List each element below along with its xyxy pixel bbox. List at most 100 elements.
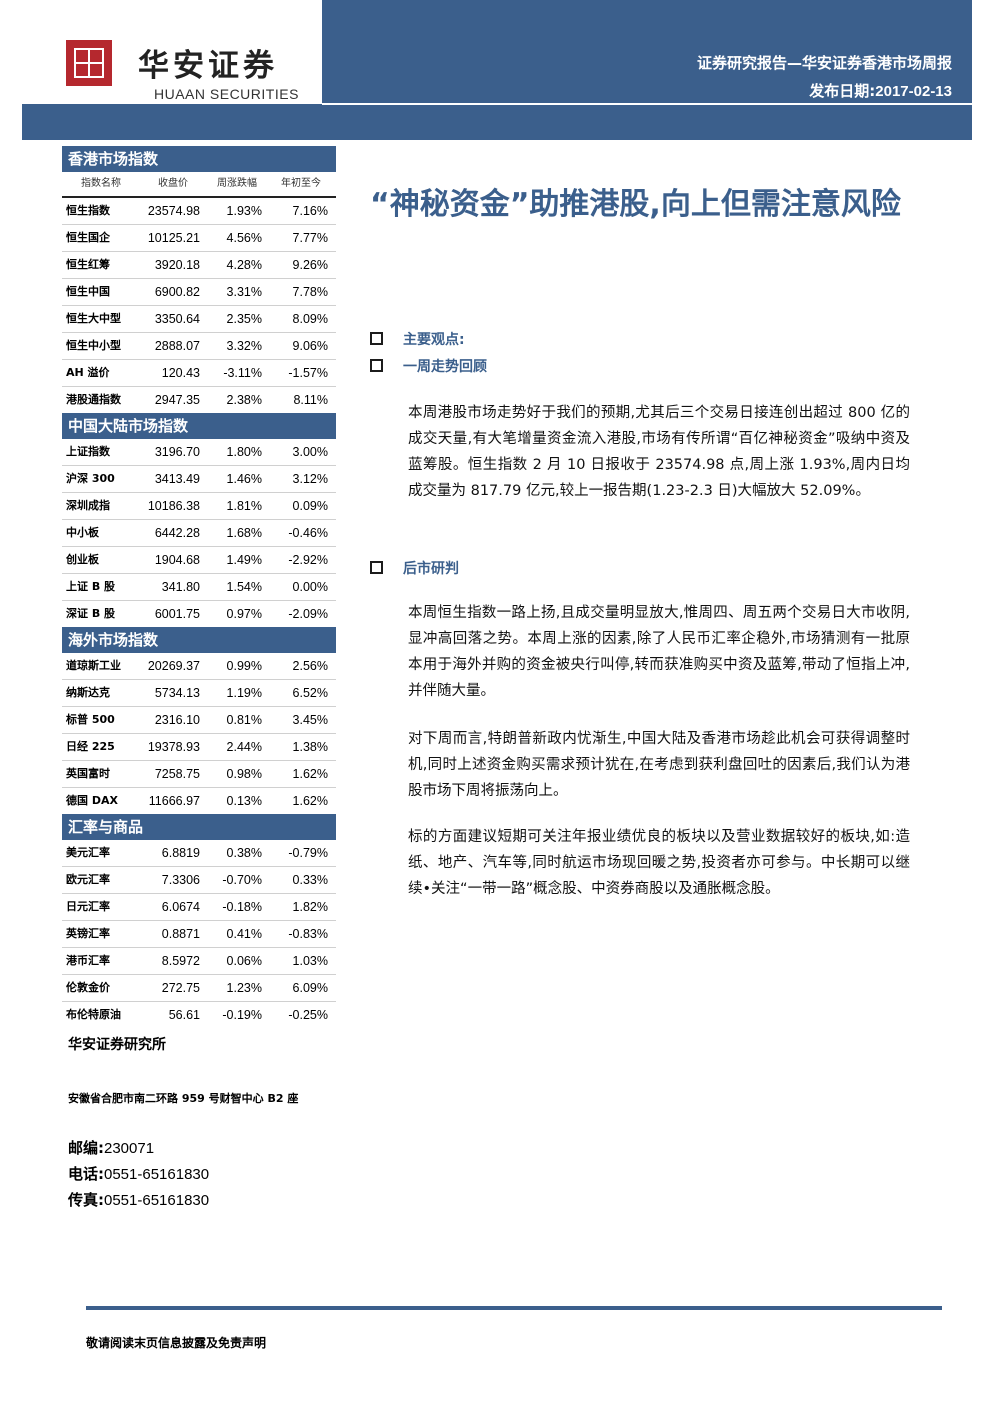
table-cell: 2.35% — [226, 312, 262, 326]
table-cell: 3413.49 — [154, 472, 200, 486]
paragraph-outlook-2: 对下周而言,特朗普新政内忧渐生,中国大陆及香港市场趁此机会可获得调整时机,同时上… — [408, 731, 910, 799]
table-cell: 1.19% — [226, 686, 262, 700]
table-cell: 5734.13 — [154, 686, 200, 700]
postcode: 邮编:230071 — [68, 1137, 154, 1158]
section-header: 香港市场指数 — [62, 146, 336, 172]
table-cell: 6001.75 — [154, 607, 200, 621]
table-cell: 0.81% — [226, 713, 262, 727]
table-cell: 10125.21 — [147, 231, 200, 245]
table-cell: 3.45% — [292, 713, 328, 727]
table-cell: 11666.97 — [148, 794, 200, 808]
table-cell: -0.46% — [288, 526, 328, 540]
table-cell: 7258.75 — [154, 767, 200, 781]
table-cell: 2.56% — [292, 659, 328, 673]
table-row: 布伦特原油 56.61 -0.19% -0.25% — [62, 1002, 336, 1028]
table-cell: 4.56% — [226, 231, 262, 245]
table-cell: 0.97% — [226, 607, 262, 621]
table-cell: 德国 DAX — [66, 794, 118, 807]
table-cell: -0.25% — [288, 1008, 328, 1022]
table-cell: 3.00% — [292, 445, 328, 459]
table-cell: 0.00% — [292, 580, 328, 594]
table-cell: 0.8871 — [161, 927, 200, 941]
table-cell: 6.0674 — [161, 900, 200, 914]
checkbox-square-icon — [370, 560, 383, 574]
table-cell: 9.26% — [292, 258, 328, 272]
column-header: 收盘价 — [158, 178, 188, 189]
footer-divider — [86, 1306, 942, 1310]
institute-address: 安徽省合肥市南二环路 959 号财智中心 B2 座 — [68, 1092, 299, 1105]
table-cell: -2.09% — [288, 607, 328, 621]
table-cell: 8.5972 — [161, 954, 200, 968]
header-divider — [322, 103, 972, 105]
table-cell: 港币汇率 — [66, 954, 110, 967]
table-cell: 6900.82 — [154, 285, 200, 299]
disclaimer-note: 敬请阅读末页信息披露及免责声明 — [86, 1336, 267, 1350]
checkbox-square-icon — [370, 331, 383, 345]
table-cell: 0.38% — [226, 846, 262, 860]
table-cell: 1.80% — [226, 445, 262, 459]
table-cell: 英国富时 — [66, 767, 110, 780]
table-cell: 3.32% — [226, 339, 262, 353]
table-cell: 341.80 — [161, 580, 200, 594]
table-cell: 2947.35 — [154, 393, 200, 407]
bullet-outlook-label: 后市研判 — [403, 561, 459, 577]
paragraph-outlook-3: 标的方面建议短期可关注年报业绩优良的板块以及营业数据较好的板块,如:造纸、地产、… — [408, 829, 910, 897]
table-cell: 0.09% — [292, 499, 328, 513]
table-cell: 美元汇率 — [66, 846, 110, 859]
research-institute: 华安证券研究所 — [68, 1037, 166, 1053]
table-cell: 纳斯达克 — [66, 686, 110, 699]
table-cell: 1.23% — [226, 981, 262, 995]
table-cell: AH 溢价 — [66, 366, 110, 379]
logo-english-name: HUAAN SECURITIES — [154, 86, 299, 102]
report-header: 华安证券 HUAAN SECURITIES 证券研究报告—华安证券香港市场周报 … — [22, 0, 972, 140]
table-cell: 0.98% — [226, 767, 262, 781]
table-cell: 1904.68 — [154, 553, 200, 567]
logo-area: 华安证券 HUAAN SECURITIES — [22, 0, 322, 104]
bullet-main-points-label: 主要观点: — [403, 332, 465, 348]
table-cell: 欧元汇率 — [66, 873, 110, 886]
table-cell: 1.68% — [226, 526, 262, 540]
table-cell: 7.77% — [292, 231, 328, 245]
table-column-headers: 指数名称收盘价周涨跌幅年初至今 — [62, 172, 336, 198]
table-row: 港币汇率 8.5972 0.06% 1.03% — [62, 948, 336, 975]
table-cell: 6.52% — [292, 686, 328, 700]
publish-date: 发布日期:2017-02-13 — [809, 80, 952, 101]
table-row: 英国富时 7258.75 0.98% 1.62% — [62, 761, 336, 788]
table-cell: -0.19% — [222, 1008, 262, 1022]
table-cell: 4.28% — [226, 258, 262, 272]
table-cell: 布伦特原油 — [66, 1008, 121, 1021]
column-header: 指数名称 — [81, 178, 121, 189]
table-cell: 恒生中小型 — [66, 339, 121, 352]
fax-value: 0551-65161830 — [104, 1192, 210, 1209]
table-cell: -0.83% — [288, 927, 328, 941]
fax: 传真:0551-65161830 — [68, 1189, 209, 1210]
table-cell: 1.62% — [292, 767, 328, 781]
table-cell: 3.31% — [226, 285, 262, 299]
table-cell: 1.54% — [226, 580, 262, 594]
table-cell: 0.06% — [226, 954, 262, 968]
table-cell: 56.61 — [168, 1008, 200, 1022]
postcode-value: 230071 — [104, 1140, 155, 1157]
phone-value: 0551-65161830 — [104, 1166, 210, 1183]
logo-chinese-name: 华安证券 — [138, 48, 278, 84]
table-cell: 23574.98 — [147, 204, 200, 218]
table-cell: 1.03% — [292, 954, 328, 968]
table-cell: 3350.64 — [154, 312, 200, 326]
